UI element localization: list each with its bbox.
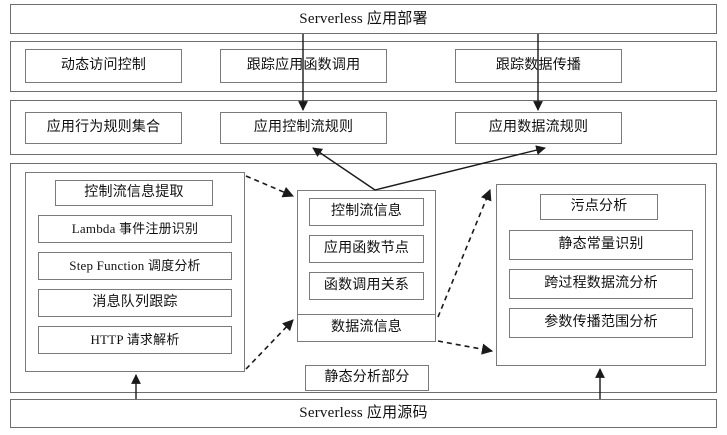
deployment-title-label: Serverless 应用部署 <box>11 5 716 33</box>
source-code-label: Serverless 应用源码 <box>11 400 716 427</box>
box-static-constant-identification[interactable]: 静态常量识别 <box>509 230 693 260</box>
box-data-flow-information[interactable]: 数据流信息 <box>297 314 436 342</box>
box-trace-data-propagation[interactable]: 跟踪数据传播 <box>455 49 622 83</box>
box-function-call-relation[interactable]: 函数调用关系 <box>309 272 424 300</box>
box-parameter-propagation-scope-analysis[interactable]: 参数传播范围分析 <box>509 308 693 338</box>
box-message-queue-tracing[interactable]: 消息队列跟踪 <box>38 289 232 317</box>
box-step-function-scheduling[interactable]: Step Function 调度分析 <box>38 252 232 280</box>
band-deployment-title: Serverless 应用部署 <box>10 4 717 34</box>
box-control-flow-extraction-header[interactable]: 控制流信息提取 <box>55 180 213 206</box>
box-lambda-event-registration[interactable]: Lambda 事件注册识别 <box>38 215 232 243</box>
box-static-analysis-caption[interactable]: 静态分析部分 <box>305 365 429 391</box>
box-interprocedural-dataflow-analysis[interactable]: 跨过程数据流分析 <box>509 269 693 299</box>
box-trace-function-invocation[interactable]: 跟踪应用函数调用 <box>220 49 387 83</box>
box-taint-analysis-header[interactable]: 污点分析 <box>540 194 658 220</box>
box-behavior-rule-set[interactable]: 应用行为规则集合 <box>25 112 182 144</box>
box-application-function-node[interactable]: 应用函数节点 <box>309 235 424 263</box>
box-control-flow-rules[interactable]: 应用控制流规则 <box>220 112 387 144</box>
box-data-flow-rules[interactable]: 应用数据流规则 <box>455 112 622 144</box>
box-control-flow-information[interactable]: 控制流信息 <box>309 198 424 226</box>
band-source-code: Serverless 应用源码 <box>10 399 717 428</box>
box-http-request-parsing[interactable]: HTTP 请求解析 <box>38 326 232 354</box>
box-dynamic-access-control[interactable]: 动态访问控制 <box>25 49 182 83</box>
